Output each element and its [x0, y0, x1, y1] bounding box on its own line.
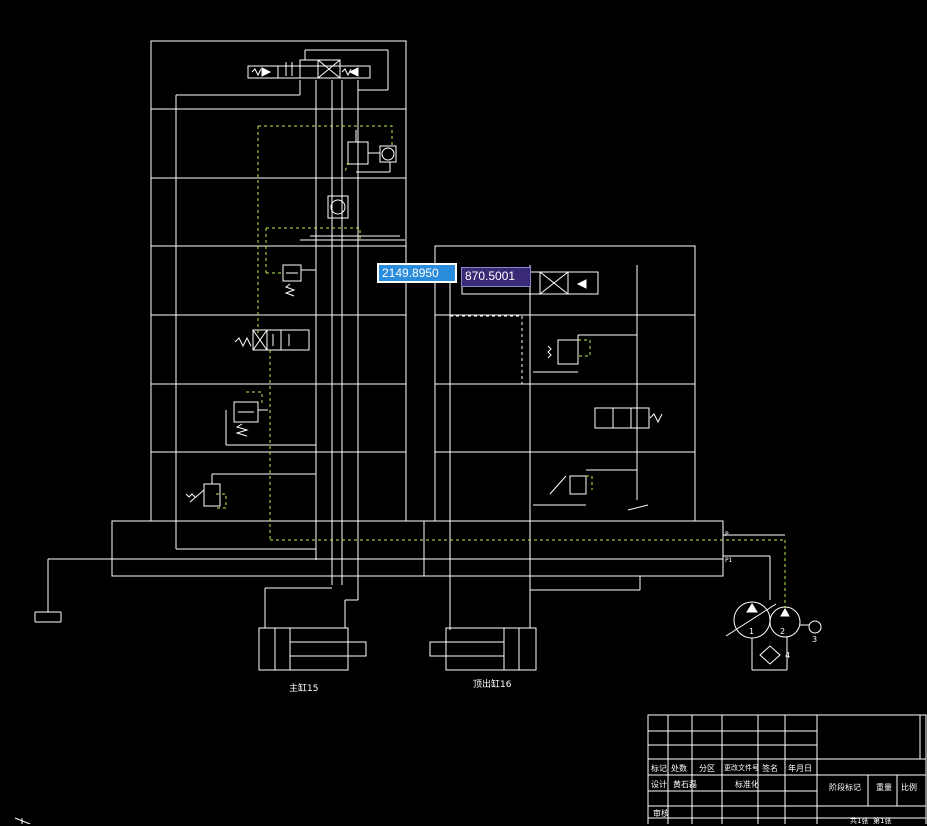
tb-scale: 比例: [901, 783, 917, 792]
ejector-cylinder: [429, 576, 641, 671]
pump1-number: 1: [749, 627, 755, 636]
tb-review: 审核: [653, 809, 669, 818]
pump-group: [725, 601, 822, 671]
pilot-lines: [216, 125, 786, 608]
pump2-number: 2: [780, 627, 786, 636]
tb-sign: 签名: [762, 764, 778, 773]
filter-number: 4: [785, 651, 791, 660]
title-block: [647, 714, 927, 824]
check-valves-left: [327, 130, 397, 219]
pressure-valves-left: [185, 264, 316, 507]
tb-date: 年月日: [788, 764, 812, 773]
right-valve-stack: [434, 245, 696, 630]
tb-sheet-no: 第1张: [873, 817, 892, 825]
port-p: P: [725, 531, 729, 538]
bottom-manifold: [34, 520, 785, 623]
tb-stage: 阶段标记: [829, 783, 861, 792]
directional-valve-top: [247, 59, 371, 79]
tb-standard: 标准化: [735, 780, 759, 789]
main-cylinder-label: 主缸15: [289, 684, 319, 694]
port-p1: P1: [725, 557, 733, 564]
left-valve-stack: [150, 40, 407, 600]
tb-design: 设计: [651, 780, 667, 789]
tb-sheets-total: 共1张: [850, 817, 869, 825]
cursor-crosshair: [14, 817, 31, 824]
main-cylinder: [258, 587, 367, 671]
tb-designer: 黄石磊: [673, 780, 697, 789]
coordinate-x-input[interactable]: 2149.8950: [377, 263, 457, 283]
ejector-cylinder-label: 顶出缸16: [473, 680, 512, 690]
tb-change-doc: 更改文件号: [724, 764, 759, 772]
motor-number: 3: [812, 635, 818, 644]
tb-weight: 重量: [876, 783, 892, 792]
tb-zone: 分区: [699, 764, 715, 773]
coordinate-y-input[interactable]: 870.5001: [461, 267, 531, 287]
tb-mark: 标记: [651, 764, 667, 773]
tb-count: 处数: [671, 764, 687, 773]
